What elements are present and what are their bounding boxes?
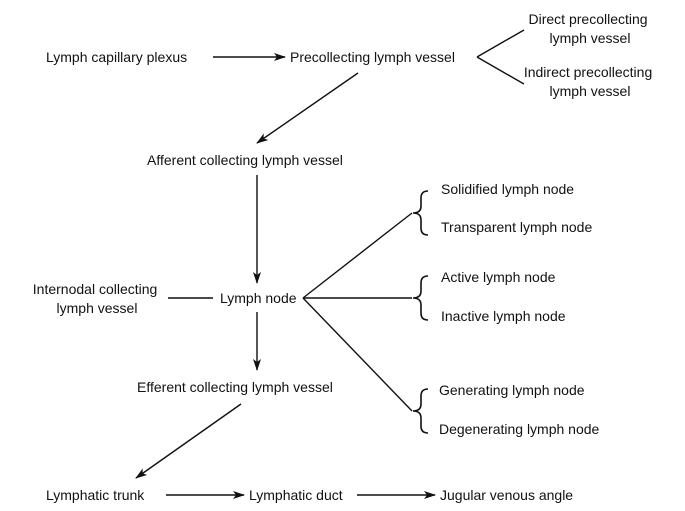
split-line-to-direct (476, 29, 525, 58)
arrow-precollecting-to-afferent (256, 72, 359, 144)
node-direct-precollecting-lymph-vessel: Direct precollecting lymph vessel (529, 11, 652, 46)
node-transparent-lymph-node: Transparent lymph node (441, 219, 592, 235)
node-degenerating-lymph-node: Degenerating lymph node (439, 421, 600, 437)
node-efferent-collecting-lymph-vessel: Efferent collecting lymph vessel (137, 379, 333, 395)
node-generating-lymph-node: Generating lymph node (439, 382, 585, 398)
node-afferent-collecting-lymph-vessel: Afferent collecting lymph vessel (147, 152, 343, 168)
line-node-to-solidified-transparent (302, 212, 413, 299)
node-precollecting-lymph-vessel: Precollecting lymph vessel (290, 49, 455, 65)
node-jugular-venous-angle: Jugular venous angle (440, 487, 573, 503)
split-line-to-indirect (476, 56, 525, 85)
node-lymph-capillary-plexus: Lymph capillary plexus (46, 49, 187, 65)
brace-active-inactive (412, 275, 429, 321)
node-lymphatic-duct: Lymphatic duct (249, 487, 343, 503)
node-inactive-lymph-node: Inactive lymph node (441, 308, 566, 324)
brace-solidified-transparent (412, 190, 429, 236)
node-lymphatic-trunk: Lymphatic trunk (46, 487, 145, 503)
node-active-lymph-node: Active lymph node (441, 269, 556, 285)
line-node-to-generating-degenerating (302, 297, 413, 412)
brace-generating-degenerating (412, 388, 429, 434)
node-lymph-node: Lymph node (220, 290, 297, 306)
node-internodal-collecting-lymph-vessel: Internodal collecting lymph vessel (33, 281, 161, 316)
arrow-efferent-to-trunk (135, 403, 242, 479)
node-indirect-precollecting-lymph-vessel: Indirect precollecting lymph vessel (524, 64, 656, 99)
node-solidified-lymph-node: Solidified lymph node (441, 181, 574, 197)
